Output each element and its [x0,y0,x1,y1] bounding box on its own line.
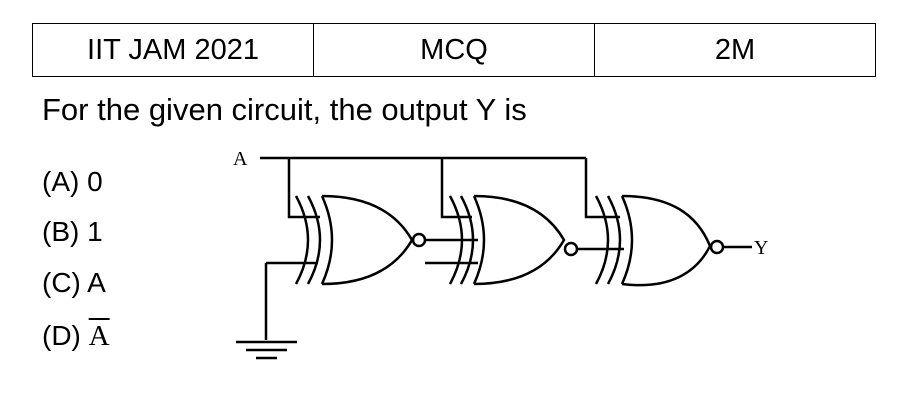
ground-icon [236,340,297,360]
question-type-cell: MCQ [313,23,595,77]
exam-name-cell: IIT JAM 2021 [32,23,314,77]
header-table: IIT JAM 2021 MCQ 2M [32,23,876,77]
tap-wire-1 [287,158,320,219]
input-label-a: A [233,148,248,170]
option-a[interactable]: (A) 0 [42,166,103,197]
xnor-gate-3 [594,194,725,287]
tap-wire-2 [440,158,472,219]
xnor-gate-2 [448,194,579,286]
xnor-gate-1 [294,194,427,286]
question-text: For the given circuit, the output Y is [42,92,527,127]
output-label-y: Y [754,237,768,259]
marks-cell: 2M [594,23,876,77]
tap-wire-3 [584,158,620,219]
ground-wire [264,261,318,340]
option-d-value: A [88,320,110,352]
option-b[interactable]: (B) 1 [42,216,103,247]
option-d[interactable]: (D) A [42,320,110,353]
option-c[interactable]: (C) A [42,267,106,298]
header-row: IIT JAM 2021 MCQ 2M [32,23,876,77]
option-d-prefix: (D) [42,320,89,351]
